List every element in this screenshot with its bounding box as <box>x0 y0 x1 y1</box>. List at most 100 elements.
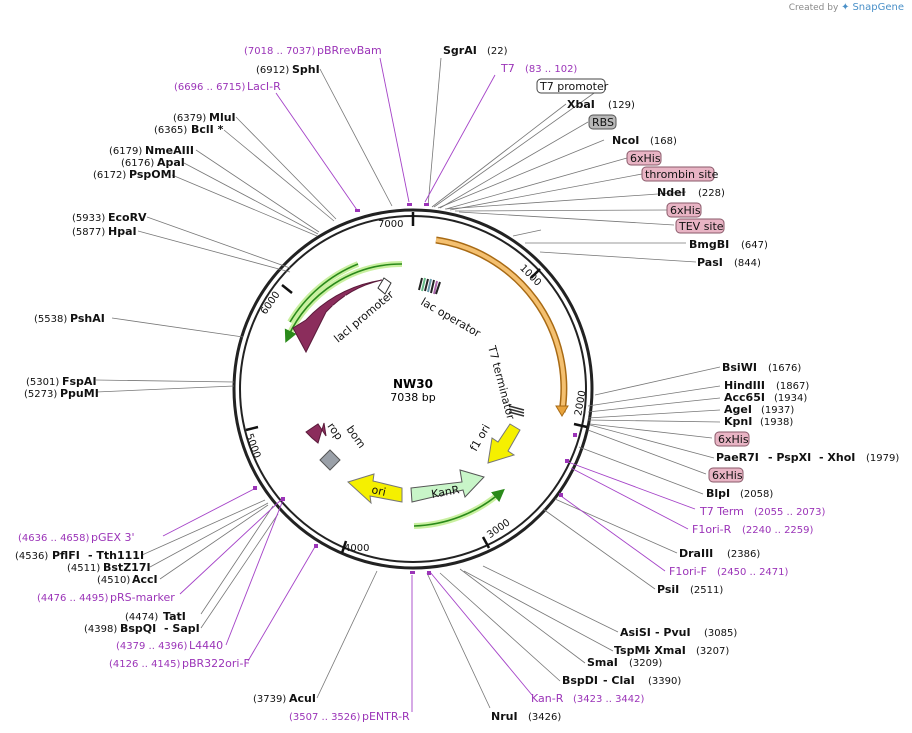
primer-l4440: L4440 <box>189 639 223 652</box>
enzyme-acui: AcuI <box>289 692 316 705</box>
enzyme-fspai: FspAI <box>62 375 97 388</box>
svg-text:(1867): (1867) <box>776 381 809 392</box>
lac-operator-block <box>418 277 441 295</box>
orf-arrowhead <box>555 405 569 417</box>
tick-7000: 7000 <box>378 219 403 230</box>
enzyme-psii: PsiI <box>657 583 679 596</box>
tick-4000: 4000 <box>344 543 369 554</box>
enzyme-sgrai: SgrAI <box>443 44 477 57</box>
svg-text:(3207): (3207) <box>696 646 729 657</box>
svg-text:(1938): (1938) <box>760 417 793 428</box>
enzyme-hindiii: HindIII <box>724 379 765 392</box>
svg-text:(4379 .. 4396): (4379 .. 4396) <box>116 641 188 652</box>
svg-text:(1934): (1934) <box>774 393 807 404</box>
t7-terminator-block <box>508 405 525 417</box>
enzyme-blpi: BlpI <box>706 487 730 500</box>
ori-label: ori <box>370 483 387 499</box>
enzyme-acci: AccI <box>132 573 158 586</box>
enzyme-bcli: BclI * <box>191 123 224 136</box>
f1-ori-label: f1 ori <box>467 422 493 453</box>
label-6xhis-3: 6xHis <box>718 433 749 446</box>
primer-t7-term: T7 Term <box>699 505 744 518</box>
enzyme-labels: SgrAI (22) XbaI (129) NcoI (168) NdeI (2… <box>15 44 899 723</box>
enzyme-pspomi: PspOMI <box>129 168 176 181</box>
kanr-orf-arc <box>413 488 505 527</box>
lac-operator-label: lac operator <box>419 295 484 340</box>
svg-text:(2058): (2058) <box>740 489 773 500</box>
svg-text:(2511): (2511) <box>690 585 723 596</box>
enzyme-ncoi: NcoI <box>612 134 639 147</box>
primer-pentr-r: pENTR-R <box>362 710 410 723</box>
label-tev-site: TEV site <box>678 220 724 233</box>
label-6xhis-2: 6xHis <box>670 204 701 217</box>
svg-text:(3209): (3209) <box>629 658 662 669</box>
enzyme-pvui: - PvuI <box>655 626 691 639</box>
enzyme-tspmi: TspMI <box>614 644 650 657</box>
enzyme-asisi: AsiSI <box>620 626 651 639</box>
primer-pbr322ori-f: pBR322ori-F <box>182 657 250 670</box>
plasmid-size: 7038 bp <box>390 391 435 404</box>
label-6xhis-1: 6xHis <box>630 152 661 165</box>
primer-t7: T7 <box>500 62 515 75</box>
enzyme-xmai: - XmaI <box>646 644 686 657</box>
laci-label: lacI <box>331 293 354 315</box>
ori-arrow <box>347 473 403 505</box>
enzyme-paer7i: PaeR7I <box>716 451 759 464</box>
rop-label: rop <box>325 420 346 442</box>
enzyme-pasi: PasI <box>697 256 723 269</box>
svg-text:(6172): (6172) <box>93 170 126 181</box>
enzyme-nmeaiii: NmeAIII <box>145 144 194 157</box>
svg-text:(3390): (3390) <box>648 676 681 687</box>
svg-text:(228): (228) <box>698 188 725 199</box>
snapgene-logo-icon: ✦ <box>841 2 850 13</box>
svg-text:(4476 .. 4495): (4476 .. 4495) <box>37 593 109 604</box>
enzyme-mlui: MluI <box>209 111 236 124</box>
svg-text:(3739): (3739) <box>253 694 286 705</box>
svg-text:(4536): (4536) <box>15 551 48 562</box>
svg-text:(3426): (3426) <box>528 712 561 723</box>
enzyme-sapi: - SapI <box>164 622 200 635</box>
svg-text:(6696 .. 6715): (6696 .. 6715) <box>174 82 246 93</box>
svg-text:(4474): (4474) <box>125 612 158 623</box>
enzyme-bspdi: BspDI <box>562 674 598 687</box>
svg-text:(5538): (5538) <box>34 314 67 325</box>
orf-arc <box>435 238 566 413</box>
label-thrombin-site: thrombin site <box>645 168 719 181</box>
enzyme-acc65i: Acc65I <box>724 391 765 404</box>
svg-text:(5301): (5301) <box>26 377 59 388</box>
svg-text:(4511): (4511) <box>67 563 100 574</box>
f1-ori-arrow <box>487 423 521 464</box>
enzyme-apai: ApaI <box>157 156 185 169</box>
kanr-label: KanR <box>430 483 461 501</box>
laci-orf2-arc <box>289 263 359 323</box>
svg-text:(647): (647) <box>741 240 768 251</box>
label-t7-promoter: T7 promoter <box>539 80 609 93</box>
label-6xhis-4: 6xHis <box>712 469 743 482</box>
svg-text:(2240 .. 2259): (2240 .. 2259) <box>742 525 814 536</box>
primer-labels: (7018 .. 7037) pBRrevBam T7 (83 .. 102) … <box>18 44 826 723</box>
enzyme-ndei: NdeI <box>657 186 686 199</box>
enzyme-pspxi: - PspXI <box>768 451 811 464</box>
enzyme-leader-lines <box>95 57 721 709</box>
laci-promoter-block <box>377 277 392 295</box>
svg-text:(2450 .. 2471): (2450 .. 2471) <box>717 567 789 578</box>
enzyme-agei: AgeI <box>724 403 752 416</box>
tick-3000: 3000 <box>485 517 512 541</box>
enzyme-clai: - ClaI <box>603 674 635 687</box>
svg-text:(22): (22) <box>487 46 508 57</box>
enzyme-kpni: KpnI <box>724 415 752 428</box>
svg-text:(6179): (6179) <box>109 146 142 157</box>
enzyme-bsiwi: BsiWI <box>722 361 757 374</box>
enzyme-ppumi: PpuMI <box>60 387 99 400</box>
svg-text:(1979): (1979) <box>866 453 899 464</box>
snapgene-credit: Created by ✦ SnapGene <box>789 2 904 13</box>
primer-pbrrevbam: pBRrevBam <box>317 44 382 57</box>
plasmid-name: NW30 <box>393 377 433 391</box>
primer-f1ori-f: F1ori-F <box>669 565 707 578</box>
svg-text:(1676): (1676) <box>768 363 801 374</box>
bom-label: bom <box>344 423 369 450</box>
svg-text:(4510): (4510) <box>97 575 130 586</box>
backbone-outer <box>232 208 594 570</box>
tick-marks <box>245 212 588 554</box>
